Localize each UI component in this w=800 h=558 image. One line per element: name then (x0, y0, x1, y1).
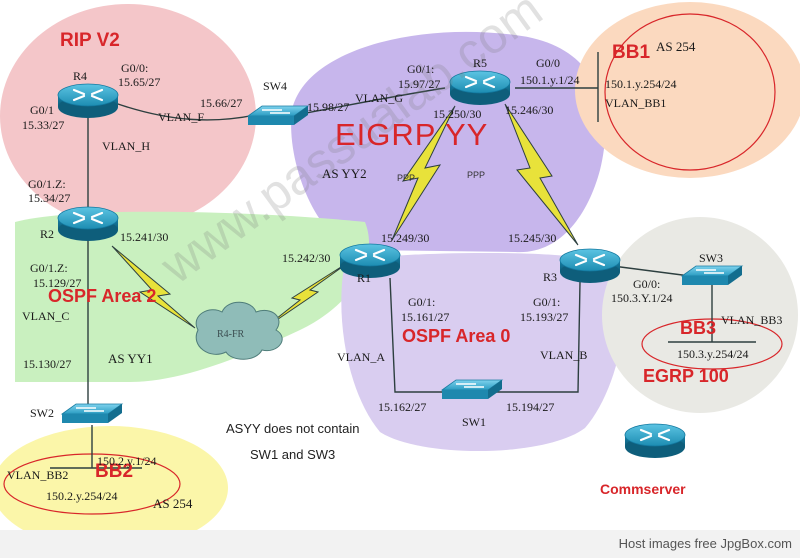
r4-g00-label: G0/0: (121, 61, 149, 75)
bb3-title: BB3 (680, 318, 717, 338)
r1-s249-ip: 15.249/30 (381, 231, 430, 245)
serial-links (111, 103, 579, 331)
sw3-vlan: VLAN_BB3 (721, 313, 783, 327)
r3-g00-ip: 150.3.Y.1/24 (611, 291, 673, 305)
asyy2-label: AS YY2 (322, 166, 367, 181)
cloud-label: R4-FR (217, 329, 245, 340)
ospf2-title: OSPF Area 2 (48, 286, 157, 306)
eigrp-region (291, 31, 606, 253)
sw1-label: SW1 (462, 415, 486, 429)
sw3-label: SW3 (699, 251, 723, 265)
vlan-c-label: VLAN_C (22, 309, 70, 323)
footer-text: Host images free JpgBox.com (618, 536, 792, 551)
bb2-vlan: VLAN_BB2 (7, 468, 69, 482)
egrp-region (602, 217, 798, 413)
bb1-region (575, 2, 800, 178)
frame-relay-cloud (195, 301, 283, 360)
bb2-ip: 150.2.y.254/24 (46, 489, 118, 503)
r3-g00-label: G0/0: (633, 277, 661, 291)
r4-g01-ip: 15.33/27 (22, 118, 65, 132)
footer-bar: Host images free JpgBox.com (0, 530, 800, 558)
sw1-left-ip: 15.162/27 (378, 400, 427, 414)
ospf2-region (15, 211, 370, 382)
bb1-vlan: VLAN_BB1 (605, 96, 667, 110)
bb1-title: BB1 (612, 42, 651, 63)
r5-label: R5 (473, 56, 488, 70)
links-group (50, 52, 756, 469)
r4-g00-ip: 15.65/27 (118, 75, 161, 89)
sw2-label: SW2 (30, 406, 54, 420)
ospf0-title: OSPF Area 0 (402, 326, 511, 346)
r3-g01-ip: 15.193/27 (520, 310, 569, 324)
serial-r2-cloud (111, 245, 196, 329)
r1-s242-ip: 15.242/30 (282, 251, 331, 265)
router-r4[interactable] (56, 82, 120, 120)
vlan-g-label: VLAN_G (355, 91, 403, 105)
bb2-title: BB2 (95, 461, 134, 482)
as254-bottom-label: AS 254 (153, 496, 193, 511)
as254-top-label: AS 254 (656, 39, 696, 54)
commserver-label: Commserver (600, 481, 686, 497)
ospf0-region (341, 252, 623, 452)
bb1-ip: 150.1.y.254/24 (605, 77, 677, 91)
serial-r5-r3 (504, 103, 579, 246)
r1-g01-ip: 15.161/27 (401, 310, 450, 324)
rip-title: RIP V2 (60, 30, 120, 51)
egrp-title: EGRP 100 (643, 366, 729, 386)
asyy1-label: AS YY1 (108, 351, 153, 366)
ppp-right-label: PPP (467, 170, 486, 180)
r3-g01-label: G0/1: (533, 295, 561, 309)
note-line-2: SW1 and SW3 (250, 447, 336, 462)
r2-g01z-label: G0/1.Z: (28, 177, 66, 191)
r5-s250-ip: 15.250/30 (433, 107, 482, 121)
r5-g01-ip: 15.97/27 (398, 77, 441, 91)
sw4-right-ip: 15.98/27 (307, 100, 350, 114)
ppp-left-label: PPP (397, 173, 416, 183)
bb2-region (0, 426, 228, 550)
link-r4-sw4 (114, 102, 261, 121)
r5-g01-label: G0/1: (407, 62, 435, 76)
router-r3[interactable] (558, 247, 622, 285)
serial-r5-r1 (391, 105, 456, 241)
r3-s245-ip: 15.245/30 (508, 231, 557, 245)
r2-s241-ip: 15.241/30 (120, 230, 169, 244)
vlan-b-label: VLAN_B (540, 348, 588, 362)
vlan-h-label: VLAN_H (102, 139, 150, 153)
r2-g01z-b-label: G0/1.Z: (30, 261, 68, 275)
bb2-gateway-ip: 150.2.y.1/24 (97, 454, 157, 468)
sw4-label: SW4 (263, 79, 287, 93)
commserver-router[interactable] (623, 422, 687, 460)
sw1-right-ip: 15.194/27 (506, 400, 555, 414)
note-line-1: ASYY does not contain (226, 421, 360, 436)
link-r3-sw1 (490, 281, 581, 393)
eigrp-title: EIGRP YY (335, 117, 489, 152)
r5-s246-ip: 15.246/30 (505, 103, 554, 117)
bb3-ip: 150.3.y.254/24 (677, 347, 749, 361)
r2-g01z-b-ip: 15.129/27 (33, 276, 82, 290)
router-r2[interactable] (56, 205, 120, 243)
vlan-a-label: VLAN_A (337, 350, 385, 364)
r4-g01-label: G0/1 (30, 103, 54, 117)
rip-region (0, 4, 256, 228)
link-r1-sw1 (389, 277, 455, 393)
r1-label: R1 (357, 271, 372, 285)
r5-g00-ip: 150.1.y.1/24 (520, 73, 580, 87)
vlan-f-label: VLAN_F (158, 110, 205, 124)
sw2-ip: 15.130/27 (23, 357, 72, 371)
sw4-left-ip: 15.66/27 (200, 96, 243, 110)
r2-label: R2 (40, 227, 55, 241)
r1-g01-label: G0/1: (408, 295, 436, 309)
link-sw4-r5 (299, 87, 446, 115)
r3-label: R3 (543, 270, 558, 284)
switch-sw2[interactable] (61, 403, 123, 424)
bb1-outline (604, 13, 776, 171)
r4-label: R4 (73, 69, 88, 83)
r2-g01z-ip: 15.34/27 (28, 191, 71, 205)
r5-g00-label: G0/0 (536, 56, 560, 70)
